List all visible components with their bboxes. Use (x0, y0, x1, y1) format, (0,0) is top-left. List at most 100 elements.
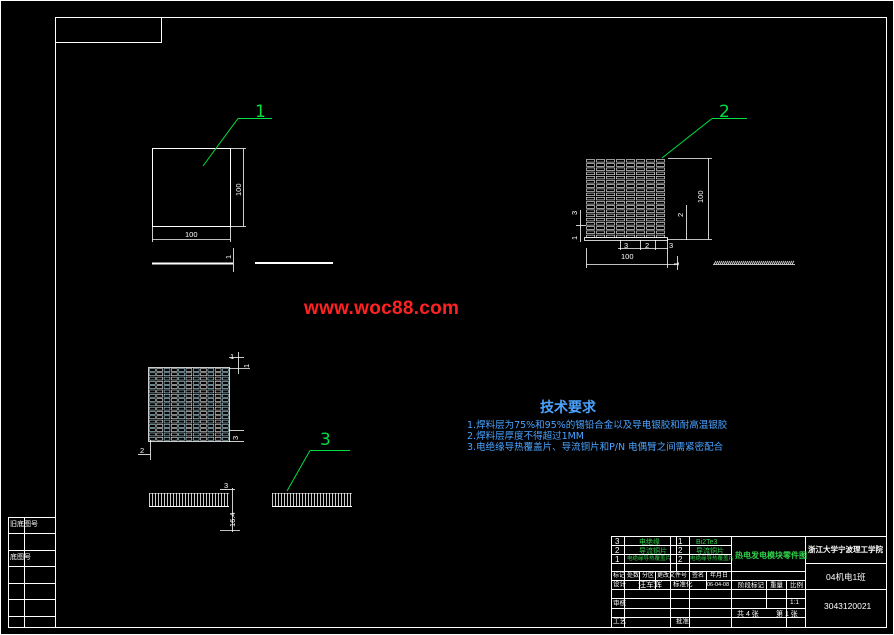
view-3 (138, 352, 352, 532)
view2-cell (646, 222, 655, 226)
designer-name: 汪军辉 (638, 580, 662, 589)
view2-fin (719, 260, 723, 265)
view2-cell (646, 188, 655, 192)
bom-row-1-qty: 1 (678, 537, 683, 546)
view3-cell (207, 376, 214, 381)
view3-cell (214, 415, 222, 419)
view3-cell (163, 385, 171, 389)
view3-cell (171, 372, 178, 376)
view2-cell (636, 184, 645, 188)
view3-cell (149, 428, 156, 432)
header-sign: 签名 (692, 573, 705, 579)
view3-cell (193, 389, 200, 394)
view3-cell (214, 406, 222, 411)
view2-cell (636, 209, 645, 213)
view2-fin (783, 260, 787, 265)
standardization-label: 标准化 (673, 581, 693, 588)
view2-cell (626, 188, 635, 192)
view3-fin-strip-a (149, 493, 229, 507)
view3-cell (185, 385, 193, 389)
tech-requirements-title: 技术要求 (540, 400, 596, 416)
view3-cell (193, 372, 200, 376)
view3-cell (222, 381, 229, 385)
student-id: 3043120021 (824, 601, 872, 611)
approve-label: 批准 (676, 618, 689, 625)
view3-cell (156, 398, 163, 402)
view2-fin (743, 260, 747, 265)
scale-label: 比例 (790, 582, 803, 589)
view3-cell (207, 389, 214, 394)
view3-cell (149, 415, 156, 419)
view2-cell (656, 163, 665, 167)
view2-dim-d: 3 (624, 241, 629, 250)
view3-cell (200, 411, 207, 415)
school-name: 浙江大学宁波理工学院 (808, 545, 883, 554)
view2-fin (765, 260, 769, 265)
view2-fin (739, 260, 743, 265)
view3-cell (156, 372, 163, 376)
view3-cell (214, 372, 222, 376)
view3-cell (200, 381, 207, 385)
view2-cell (586, 209, 595, 213)
role-review: 审核 (613, 600, 626, 607)
view3-cell (214, 389, 222, 394)
view3-cell (193, 381, 200, 385)
view3-cell (222, 372, 229, 376)
view3-cell (214, 376, 222, 381)
view2-leader (661, 118, 713, 159)
view2-dim-height: 100 (696, 190, 705, 203)
view2-fin (747, 260, 751, 265)
view2-fin (745, 260, 749, 265)
view3-cell (222, 376, 229, 381)
view3-cell (178, 368, 185, 372)
view3-cell (178, 385, 185, 389)
view2-cell (616, 184, 625, 188)
view3-cell (149, 381, 156, 385)
view3-cell (149, 419, 156, 424)
view3-cell (200, 389, 207, 394)
view3-cell (214, 402, 222, 407)
view3-dim-a: 1 (230, 352, 235, 361)
view3-cell (163, 411, 171, 415)
view2-cell (626, 209, 635, 213)
view3-cell (193, 368, 200, 372)
view2-cell (596, 230, 605, 234)
view3-cell (185, 411, 193, 415)
bom-row-3-material: 电绝缘导热覆盖片 (690, 556, 735, 562)
view3-cell (185, 389, 193, 394)
view3-cell (193, 419, 200, 424)
view2-cell (626, 230, 635, 234)
left-strip (8, 517, 56, 628)
view3-cell (171, 419, 178, 424)
view2-cell (596, 167, 605, 171)
view3-cell (207, 415, 214, 419)
view3-cell (171, 432, 178, 437)
view3-cell (156, 389, 163, 394)
tech-line-1: 1.焊料层为75%和95%的锡铅合金以及导电银胶和耐高温银胶 (467, 420, 728, 431)
view2-cell (636, 180, 645, 184)
view3-cell (200, 424, 207, 428)
view2-cell (606, 180, 615, 184)
view2-fin (715, 260, 719, 265)
view3-cell (200, 394, 207, 398)
class-name: 04机电1班 (826, 572, 866, 582)
view2-cell (586, 205, 595, 209)
role-process: 工艺 (613, 618, 626, 625)
view2-cell (586, 218, 595, 222)
view2-cell (636, 205, 645, 209)
view2-cell (646, 197, 655, 201)
bom-row-3-qty: 2 (678, 555, 683, 564)
view2-cell (606, 218, 615, 222)
view3-cell (178, 381, 185, 385)
view2-cell (626, 180, 635, 184)
view2-fin (769, 260, 773, 265)
view3-cell (149, 411, 156, 415)
view3-cell (200, 368, 207, 372)
view3-cell (193, 424, 200, 428)
view3-cell (156, 381, 163, 385)
view3-cell (178, 424, 185, 428)
view3-cell (163, 415, 171, 419)
view2-dim-a: 3 (570, 210, 579, 215)
view3-cell (207, 406, 214, 411)
view2-cell (616, 180, 625, 184)
